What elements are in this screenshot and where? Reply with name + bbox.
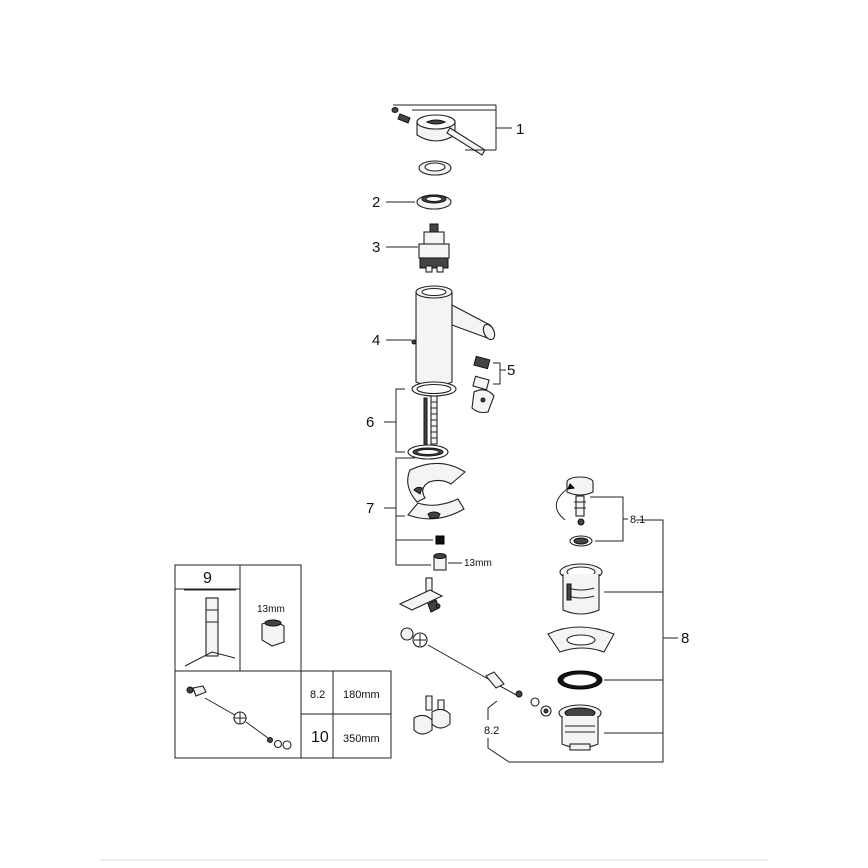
aerator-part-5 xyxy=(471,355,495,414)
callout-1-leader xyxy=(393,104,512,151)
inset-tool-number: 9 xyxy=(203,570,212,587)
inset-table-part-1: 8.2 xyxy=(310,689,325,701)
inset-tool-size: 13mm xyxy=(257,604,285,615)
callout-7-leader xyxy=(384,457,462,566)
tool-wrench-icon xyxy=(184,589,236,667)
handle-assembly xyxy=(391,107,486,176)
callout-5: 5 xyxy=(507,362,515,379)
callout-8: 8 xyxy=(681,630,689,647)
size-label-13mm: 13mm xyxy=(464,558,492,569)
callout-7: 7 xyxy=(366,500,374,517)
callout-4: 4 xyxy=(372,332,380,349)
callout-6-leader xyxy=(384,388,405,453)
pop-up-rod-part-10 xyxy=(398,577,552,717)
faucet-body-part-4 xyxy=(411,285,496,387)
hose-connectors xyxy=(413,695,451,735)
callout-5-leader xyxy=(493,362,506,385)
ring-part-2 xyxy=(416,194,452,210)
waste-body-part-8 xyxy=(547,563,615,751)
mounting-studs-part-6 xyxy=(407,381,457,460)
callout-1: 1 xyxy=(516,121,524,138)
callout-3: 3 xyxy=(372,239,380,256)
inset-table-length-1: 180mm xyxy=(343,689,380,701)
inset-table-length-2: 350mm xyxy=(343,733,380,745)
callout-8-leader xyxy=(487,519,678,763)
waste-plug-part-8-1 xyxy=(555,476,594,547)
callout-8-1-leader xyxy=(590,496,628,542)
callout-8-2: 8.2 xyxy=(484,725,499,737)
inset-rod-icon xyxy=(186,685,292,750)
inset-panel xyxy=(174,564,392,759)
callout-2: 2 xyxy=(372,194,380,211)
cartridge-part-3 xyxy=(418,223,450,273)
socket-13mm-icon xyxy=(261,619,285,647)
fixing-set-part-7 xyxy=(407,462,466,571)
inset-table-part-2: 10 xyxy=(311,729,329,746)
callout-6: 6 xyxy=(366,414,374,431)
